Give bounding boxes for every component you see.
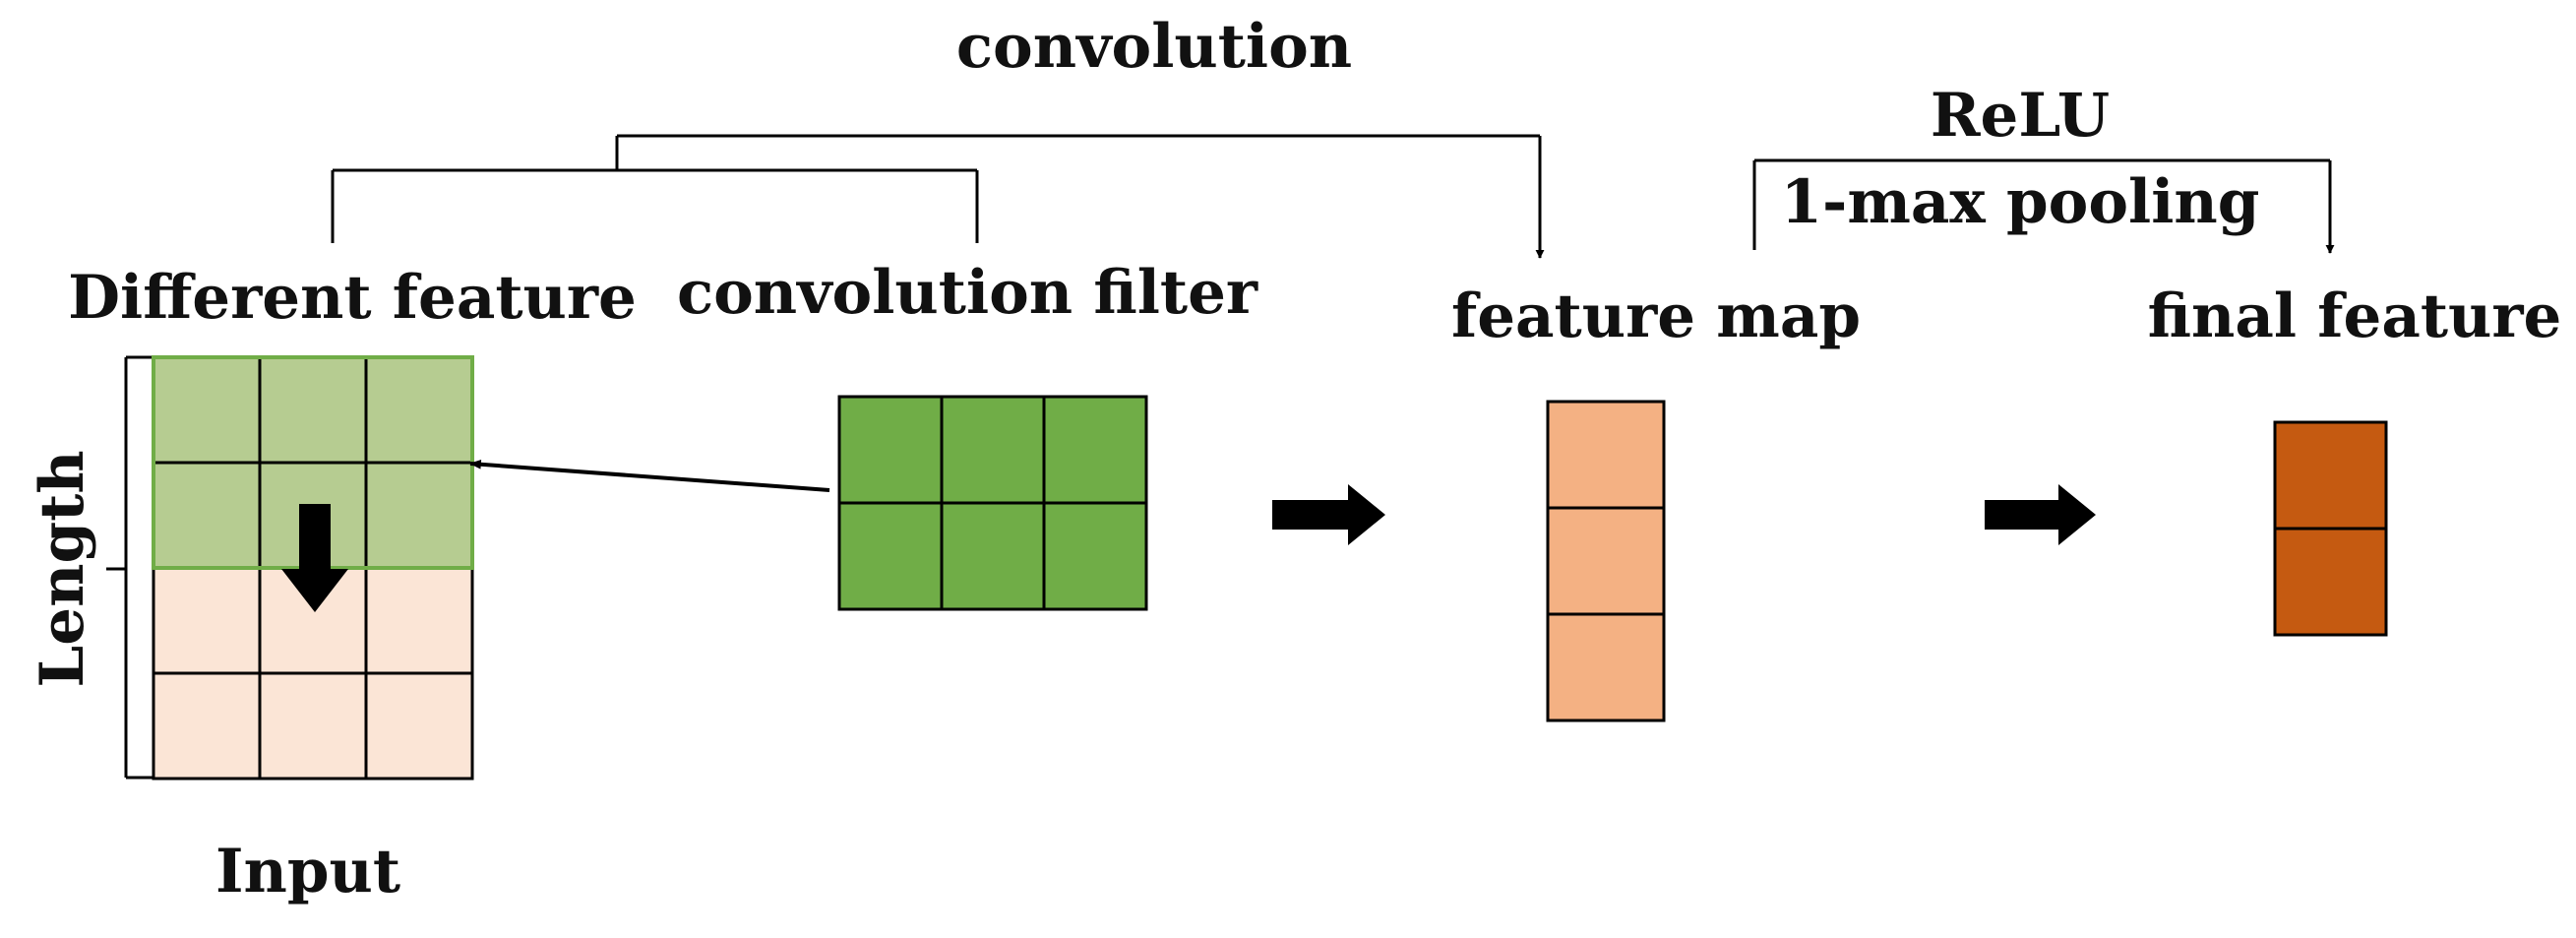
input-cell xyxy=(152,671,262,781)
pooling-label: 1-max pooling xyxy=(1781,167,2260,237)
filter-cell xyxy=(1042,501,1148,611)
filter-cell xyxy=(837,395,944,505)
convolution-title: convolution xyxy=(956,12,1352,82)
feature-map-cell xyxy=(1546,612,1666,722)
input-cell xyxy=(364,671,474,781)
convolution-filter-label: convolution filter xyxy=(677,258,1258,328)
convolution-bracket xyxy=(331,134,1545,259)
slide-down-arrow-icon xyxy=(281,504,348,612)
input-cell xyxy=(364,566,474,675)
final-feature-cell xyxy=(2273,527,2388,637)
filter-to-window-arrow xyxy=(468,460,830,492)
convolution-filter-grid xyxy=(837,395,1148,611)
length-label: Length xyxy=(28,450,97,687)
final-feature-label: final feature xyxy=(2148,281,2562,351)
filter-cell xyxy=(1042,395,1148,505)
block-arrow-icon xyxy=(1985,484,2096,545)
input-cell xyxy=(152,355,262,465)
final-feature-cell xyxy=(2273,420,2388,531)
input-cell xyxy=(152,566,262,675)
block-arrow-icon xyxy=(1272,484,1385,545)
different-feature-label: Different feature xyxy=(68,263,637,333)
filter-cell xyxy=(837,501,944,611)
input-cell xyxy=(364,461,474,570)
input-cell xyxy=(364,355,474,465)
feature-map-cell xyxy=(1546,506,1666,616)
input-grid xyxy=(152,355,474,781)
relu-pooling-bracket xyxy=(1752,158,2335,254)
input-cell xyxy=(258,355,368,465)
input-cell xyxy=(152,461,262,570)
feature-map-cell xyxy=(1546,400,1666,510)
input-label: Input xyxy=(215,837,400,907)
input-cell xyxy=(258,671,368,781)
final-feature-column xyxy=(2273,420,2388,637)
feature-map-label: feature map xyxy=(1451,281,1861,351)
relu-label: ReLU xyxy=(1931,81,2110,151)
feature-map-column xyxy=(1546,400,1666,722)
length-bracket xyxy=(106,355,153,780)
filter-cell xyxy=(940,395,1046,505)
filter-cell xyxy=(940,501,1046,611)
